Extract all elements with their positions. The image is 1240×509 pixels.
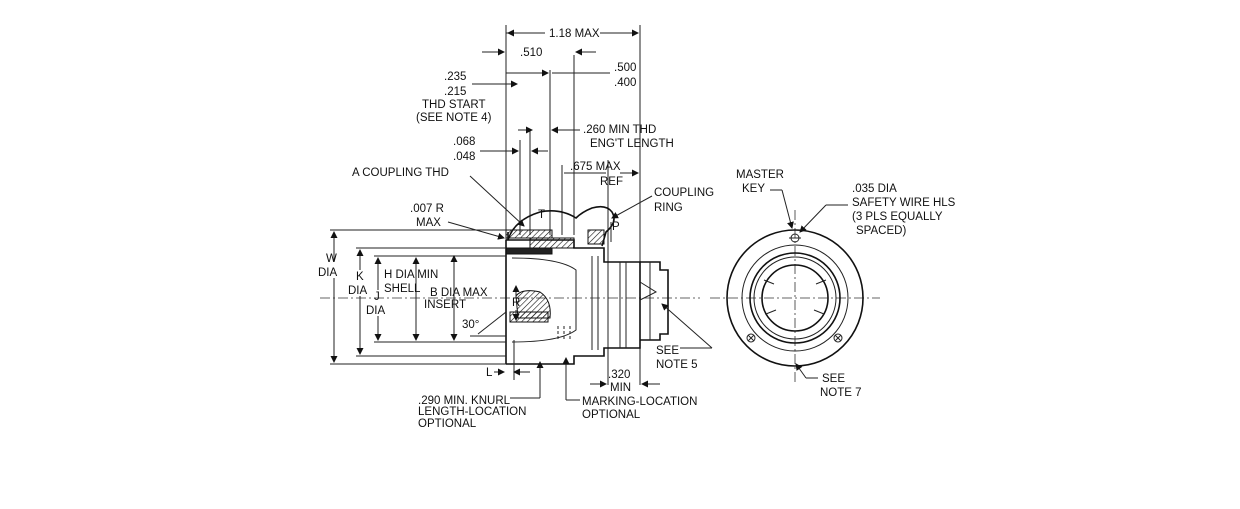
side-view: 1.18 MAX .510 .500 .400 .235 .215 THD ST…: [318, 25, 714, 430]
shell-inner: [511, 257, 577, 343]
rear-shell-inner: [639, 262, 658, 340]
label-knurl: .290 MIN. KNURL: [418, 395, 511, 407]
coupling-ring-circle: [749, 252, 841, 344]
flange-circle: [726, 229, 864, 367]
insert-hatch: [515, 290, 551, 319]
label-see-note5: SEE: [656, 345, 679, 357]
label-marking: MARKING-LOCATION: [582, 396, 697, 408]
label-marking-2: OPTIONAL: [582, 409, 641, 421]
dim-see-note4: (SEE NOTE 4): [416, 112, 492, 124]
label-safety-3: (3 PLS EQUALLY: [852, 211, 943, 223]
label-b-insert: INSERT: [424, 299, 466, 311]
section-hatch: [505, 229, 553, 239]
dim-400: .400: [614, 77, 636, 89]
leader-line: [781, 189, 794, 229]
rear-shell: [640, 261, 669, 341]
label-safety-2: SAFETY WIRE HLS: [852, 197, 956, 209]
insert-circle: [761, 264, 829, 332]
front-view: MASTER KEY .035 DIA SAFETY WIRE HLS (3 P…: [710, 169, 956, 399]
shell-inner-2: [591, 256, 627, 350]
label-k-dia: DIA: [348, 285, 368, 297]
inner-ring: [753, 256, 837, 340]
key-marks: [763, 279, 827, 315]
dim-ref: REF: [600, 176, 623, 188]
dim-510: .510: [520, 47, 542, 59]
label-coupling-ring: COUPLING: [654, 187, 714, 199]
label-master-key: KEY: [742, 183, 765, 195]
label-w: W: [326, 253, 337, 265]
safety-wire-hole-left: [746, 333, 756, 343]
label-see-note5-2: NOTE 5: [656, 359, 698, 371]
label-safety: .035 DIA: [852, 183, 897, 195]
label-knurl-3: OPTIONAL: [418, 418, 477, 430]
section-solid: [505, 247, 553, 255]
label-h-shell: SHELL: [384, 283, 421, 295]
label-coupling-ring-2: RING: [654, 202, 683, 214]
label-safety-4: SPACED): [856, 225, 906, 237]
dim-675: .675 MAX: [570, 161, 621, 173]
label-master: MASTER: [736, 169, 784, 181]
label-j-dia: DIA: [366, 305, 386, 317]
label-knurl-2: LENGTH-LOCATION: [418, 406, 526, 418]
label-b-dia: B DIA MAX: [430, 287, 488, 299]
dim-320: .320: [608, 369, 630, 381]
label-note7: SEE: [822, 373, 845, 385]
label-note7-2: NOTE 7: [820, 387, 862, 399]
safety-wire-hole-top: [789, 233, 801, 243]
dim-500: .500: [614, 62, 636, 74]
dim-overall: 1.18 MAX: [549, 28, 600, 40]
outer-ring: [741, 244, 849, 352]
label-k: K: [356, 271, 364, 283]
label-t: T: [538, 209, 545, 221]
label-r: R: [512, 297, 520, 309]
label-007r: .007 R: [410, 203, 444, 215]
leader-line: [611, 195, 653, 219]
safety-wire-hole-right: [833, 333, 843, 343]
dim-048: .048: [453, 151, 475, 163]
label-w-dia: DIA: [318, 267, 338, 279]
label-a-coupling-thd: A COUPLING THD: [352, 167, 449, 179]
leader-line: [795, 363, 807, 379]
dim-engt-length: ENG'T LENGTH: [590, 138, 674, 150]
section-hatch: [509, 311, 549, 323]
label-j: J: [374, 291, 380, 303]
label-p: P: [612, 221, 620, 233]
label-l: L: [486, 367, 493, 379]
angle-line: [477, 311, 507, 335]
leader-line: [661, 303, 713, 349]
knurl-marks: [557, 326, 571, 340]
section-hatch: [587, 229, 605, 245]
label-007r-max: MAX: [416, 217, 441, 229]
leader-line: [469, 175, 525, 227]
dim-min-thd: .260 MIN THD: [583, 124, 656, 136]
label-angle: 30°: [462, 319, 479, 331]
dim-235: .235: [444, 71, 466, 83]
dim-068: .068: [453, 136, 475, 148]
dim-320-min: MIN: [610, 382, 631, 394]
leader-line: [799, 204, 827, 233]
dim-215: .215: [444, 86, 466, 98]
label-h-dia: H DIA MIN: [384, 269, 438, 281]
coupling-nut-top: [507, 205, 615, 247]
dim-thd-start: THD START: [422, 99, 485, 111]
